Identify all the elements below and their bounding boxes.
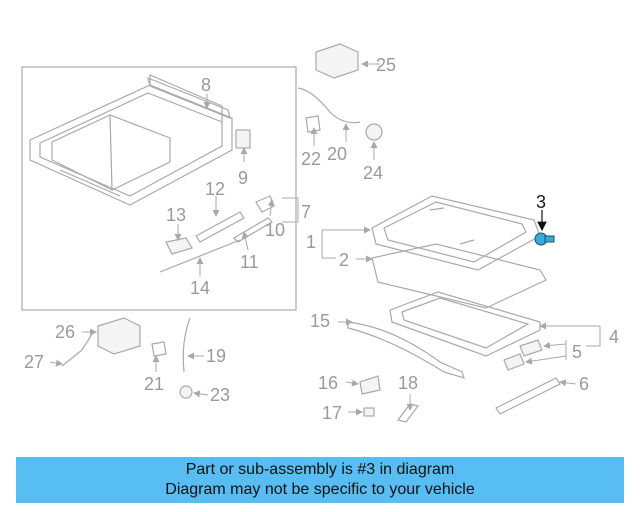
callout-19: 19 xyxy=(206,346,226,366)
part-17-plug xyxy=(363,407,375,417)
part-19-hose xyxy=(182,317,191,373)
part-5-block xyxy=(519,339,543,357)
callout-11: 11 xyxy=(240,252,259,272)
callout-16: 16 xyxy=(318,373,338,393)
part-3-screw-highlight[interactable] xyxy=(534,232,555,246)
callout-24: 24 xyxy=(363,163,383,183)
part-15-deflector xyxy=(347,321,465,379)
sunshade-frame-drawing xyxy=(389,291,541,357)
part-14-cable xyxy=(159,239,241,273)
callout-6: 6 xyxy=(579,374,589,394)
part-2-seal xyxy=(371,243,547,309)
callout-26: 26 xyxy=(55,322,75,342)
part-6-rail xyxy=(495,377,561,415)
callout-20: 20 xyxy=(327,144,347,164)
part-22-clip xyxy=(305,115,321,133)
part-20-hose xyxy=(297,87,361,124)
sunroof-frame-drawing xyxy=(29,74,233,206)
leader-lines xyxy=(49,60,601,416)
part-12-slider xyxy=(195,211,245,243)
part-21-clip xyxy=(151,341,167,357)
part-23-grommet xyxy=(179,385,193,399)
callout-7: 7 xyxy=(301,202,311,222)
info-banner: Part or sub-assembly is #3 in diagram Di… xyxy=(16,457,624,503)
banner-line-1: Part or sub-assembly is #3 in diagram xyxy=(185,461,455,478)
callout-17: 17 xyxy=(322,403,342,423)
part-25-module xyxy=(315,43,359,79)
callout-12: 12 xyxy=(205,179,225,199)
callout-3: 3 xyxy=(536,192,546,212)
part-13-block xyxy=(165,237,193,255)
callout-25: 25 xyxy=(376,55,396,75)
callout-2: 2 xyxy=(339,250,349,270)
callout-5: 5 xyxy=(572,342,582,362)
subassembly-box xyxy=(21,66,297,311)
callout-13: 13 xyxy=(166,205,186,225)
callout-15: 15 xyxy=(310,311,330,331)
callout-27: 27 xyxy=(24,352,44,372)
callout-18: 18 xyxy=(398,373,418,393)
part-18-bracket xyxy=(396,403,420,423)
glass-panel-drawing xyxy=(371,195,541,271)
callout-9: 9 xyxy=(238,168,248,188)
part-26-motor xyxy=(97,317,141,355)
callout-21: 21 xyxy=(144,374,164,394)
callout-4: 4 xyxy=(609,327,619,347)
part-8-rail xyxy=(147,77,231,119)
callout-1: 1 xyxy=(306,232,316,252)
callout-labels: 1 2 3 4 5 6 7 8 9 10 11 12 13 14 15 16 1… xyxy=(24,55,619,423)
callout-10: 10 xyxy=(265,220,285,240)
callout-22: 22 xyxy=(301,149,321,169)
part-9-bracket xyxy=(235,129,251,149)
parts-diagram: 1 2 3 4 5 6 7 8 9 10 11 12 13 14 15 16 1… xyxy=(21,43,619,423)
callout-14: 14 xyxy=(190,278,210,298)
part-5-block-b xyxy=(503,353,525,371)
part-24-grommet xyxy=(365,123,383,141)
part-11-slider xyxy=(233,217,273,243)
part-27-drain xyxy=(61,333,93,367)
part-16-pad xyxy=(359,375,381,395)
callout-23: 23 xyxy=(210,385,230,405)
callout-8: 8 xyxy=(201,75,211,95)
banner-line-2: Diagram may not be specific to your vehi… xyxy=(165,481,475,498)
